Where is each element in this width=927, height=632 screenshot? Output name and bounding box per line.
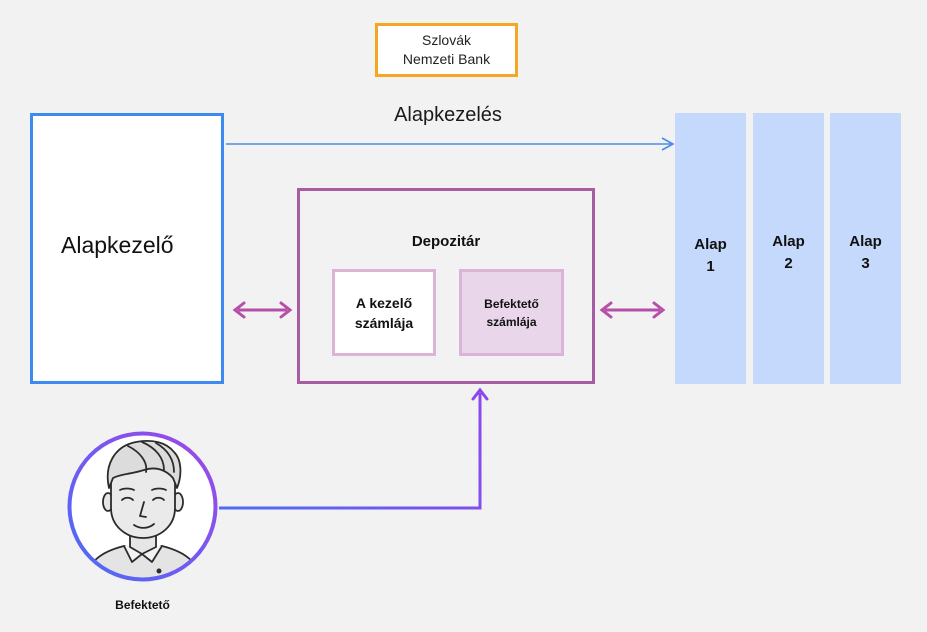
investor-depositary-arrow <box>219 387 489 510</box>
manager-account-line-1: A kezelő <box>355 294 413 311</box>
fund-3-line-1: Alap <box>849 233 882 250</box>
investor-account-line-2: számlája <box>486 314 537 329</box>
depositary-title: Depozitár <box>411 233 481 250</box>
fund-2-label: Alap 2 <box>753 231 824 275</box>
fund-manager-box: Alapkezelő <box>30 113 224 384</box>
regulator-line-2: Nemzeti Bank <box>402 51 491 67</box>
fund-1-line-1: Alap <box>694 236 727 253</box>
fund-manager-label: Alapkezelő <box>61 232 174 258</box>
manager-depositary-arrow <box>232 301 293 319</box>
fund-1-box: Alap 1 <box>675 113 746 384</box>
investor-account-box: Befektető számlája <box>459 269 564 356</box>
depositary-box: Depozitár A kezelő számlája Befektető sz… <box>297 188 595 384</box>
depositary-funds-arrow <box>599 301 666 319</box>
manager-account-box: A kezelő számlája <box>332 269 436 356</box>
investor-label: Befektető <box>115 598 170 612</box>
fund-1-line-2: 1 <box>706 258 715 275</box>
fund-2-box: Alap 2 <box>753 113 824 384</box>
fund-3-line-2: 3 <box>861 255 870 272</box>
person-avatar-icon <box>67 431 218 582</box>
fund-1-label: Alap 1 <box>675 234 746 278</box>
fund-2-line-1: Alap <box>772 233 805 250</box>
fund-management-label: Alapkezelés <box>394 104 502 126</box>
management-arrow <box>226 137 675 151</box>
regulator-line-1: Szlovák <box>421 32 472 48</box>
regulator-box: Szlovák Nemzeti Bank <box>375 23 518 77</box>
fund-3-label: Alap 3 <box>830 231 901 275</box>
fund-3-box: Alap 3 <box>830 113 901 384</box>
manager-account-line-2: számlája <box>354 314 414 331</box>
fund-2-line-2: 2 <box>784 255 793 272</box>
investor-account-line-1: Befektető <box>484 296 539 311</box>
